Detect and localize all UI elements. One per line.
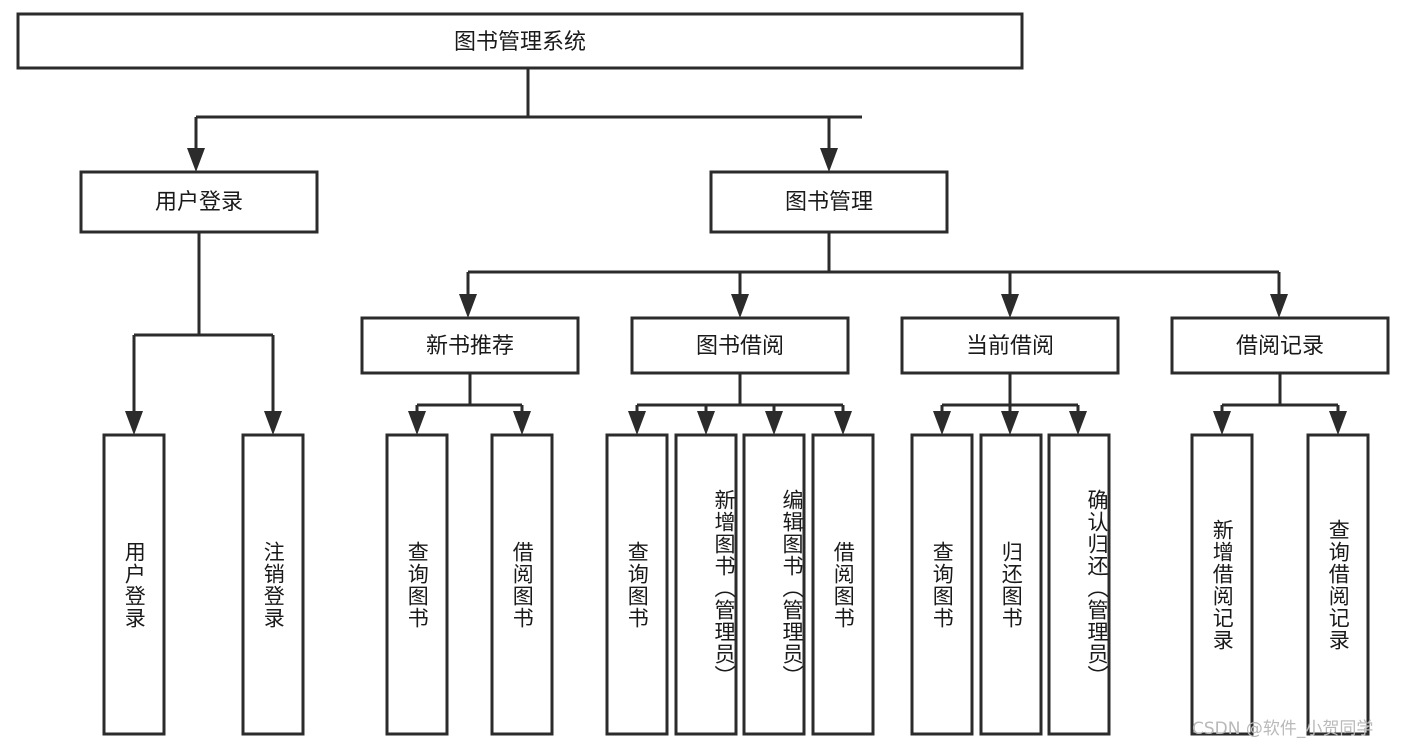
connector-book-management-to-level3: [459, 232, 1288, 318]
node-book-management-label: 图书管理: [785, 190, 873, 215]
node-root-box[interactable]: [16, 12, 1024, 70]
leaf-node-label: 用户登录: [122, 540, 147, 629]
arrow-head-bb-2: [697, 411, 715, 435]
connector-borrow-record-to-leaves: [1213, 373, 1347, 435]
leaf-node-label: 查询图书: [930, 540, 955, 629]
leaf-label-container: 查询图书: [930, 540, 955, 629]
node-root-label: 图书管理系统: [454, 30, 586, 55]
leaf-node[interactable]: 归还图书: [979, 433, 1043, 736]
leaf-label-container: 借阅图书: [831, 540, 856, 629]
node-user-login-label: 用户登录: [155, 190, 243, 215]
arrow-head-nbr-2: [513, 411, 531, 435]
connector-user-login-to-leaves: [125, 232, 282, 435]
arrow-head-root-2: [820, 148, 838, 172]
leaf-node[interactable]: 借阅图书: [811, 433, 875, 736]
leaf-node-label: 查询图书: [405, 540, 430, 629]
node-book-borrow-label: 图书借阅: [696, 334, 784, 359]
leaf-node-label: 确认归还（管理员）: [1085, 488, 1109, 687]
node-current-borrow-label: 当前借阅: [966, 334, 1054, 359]
arrow-head-br-1: [1213, 411, 1231, 435]
leaf-label-container: 借阅图书: [510, 540, 535, 629]
node-book-borrow[interactable]: 图书借阅: [630, 316, 850, 375]
leaf-node-box[interactable]: [385, 433, 449, 736]
arrow-head-cb-3: [1069, 411, 1087, 435]
connector-book-borrow-to-leaves: [628, 373, 852, 435]
node-borrow-record-label: 借阅记录: [1236, 334, 1324, 359]
leaf-node-box[interactable]: [910, 433, 974, 736]
connector-root-to-level2: [187, 68, 862, 172]
leaf-node-label: 借阅图书: [831, 540, 856, 629]
arrow-head-user-login-2: [264, 411, 282, 435]
node-new-book-recommend[interactable]: 新书推荐: [360, 316, 580, 375]
leaf-node-label: 借阅图书: [510, 540, 535, 629]
leaf-node-label: 查询图书: [625, 540, 650, 629]
leaf-node-box[interactable]: [742, 433, 806, 736]
leaf-node-box[interactable]: [1190, 433, 1254, 736]
leaf-node-box[interactable]: [979, 433, 1043, 736]
leaf-node-label: 查询借阅记录: [1326, 518, 1351, 651]
arrow-head-bb-3: [765, 411, 783, 435]
leaf-label-container: 查询借阅记录: [1326, 518, 1351, 651]
leaf-label-container: 确认归还（管理员）: [1085, 488, 1109, 687]
leaf-node[interactable]: 借阅图书: [490, 433, 554, 736]
node-new-book-recommend-label: 新书推荐: [426, 334, 514, 359]
leaf-node[interactable]: 新增图书（管理员）: [674, 433, 738, 736]
leaf-node-box[interactable]: [1306, 433, 1370, 736]
leaf-node-label: 注销登录: [261, 540, 286, 629]
arrow-head-bb-1: [628, 411, 646, 435]
node-current-borrow[interactable]: 当前借阅: [900, 316, 1120, 375]
leaf-node-label: 编辑图书（管理员）: [780, 488, 804, 687]
node-borrow-record[interactable]: 借阅记录: [1170, 316, 1390, 375]
leaf-node-box[interactable]: [490, 433, 554, 736]
leaf-node[interactable]: 编辑图书（管理员）: [742, 433, 806, 736]
leaf-label-container: 查询图书: [625, 540, 650, 629]
arrow-head-br-2: [1329, 411, 1347, 435]
leaf-node[interactable]: 注销登录: [241, 433, 305, 736]
leaf-node-box[interactable]: [1047, 433, 1111, 736]
node-borrow-record-box[interactable]: [1170, 316, 1390, 375]
leaf-label-container: 新增图书（管理员）: [712, 488, 736, 687]
connector-new-book-recommend-to-leaves: [408, 373, 531, 435]
node-new-book-recommend-box[interactable]: [360, 316, 580, 375]
leaf-label-container: 查询图书: [405, 540, 430, 629]
leaf-node-box[interactable]: [674, 433, 738, 736]
arrow-head-bm-4: [1270, 294, 1288, 318]
arrow-head-cb-2: [1001, 411, 1019, 435]
leaf-node[interactable]: 查询图书: [605, 433, 669, 736]
leaf-label-container: 用户登录: [122, 540, 147, 629]
arrow-head-root-1: [187, 148, 205, 172]
connector-current-borrow-to-leaves: [933, 373, 1087, 435]
leaf-label-container: 注销登录: [261, 540, 286, 629]
leaf-node-box[interactable]: [102, 433, 166, 736]
leaf-node-label: 归还图书: [999, 540, 1024, 629]
arrow-head-bb-4: [834, 411, 852, 435]
leaf-node-box[interactable]: [241, 433, 305, 736]
node-current-borrow-box[interactable]: [900, 316, 1120, 375]
arrow-head-bm-1: [459, 294, 477, 318]
node-book-management[interactable]: 图书管理: [709, 170, 949, 234]
arrow-head-user-login-1: [125, 411, 143, 435]
arrow-head-cb-1: [933, 411, 951, 435]
arrow-head-bm-3: [1001, 294, 1019, 318]
leaf-node[interactable]: 查询图书: [910, 433, 974, 736]
leaf-node[interactable]: 查询借阅记录: [1306, 433, 1370, 736]
leaf-node-box[interactable]: [605, 433, 669, 736]
leaf-node[interactable]: 用户登录: [102, 433, 166, 736]
leaf-node-label: 新增图书（管理员）: [712, 488, 736, 687]
leaf-node-box[interactable]: [811, 433, 875, 736]
node-book-management-box[interactable]: [709, 170, 949, 234]
leaf-label-container: 归还图书: [999, 540, 1024, 629]
leaf-label-container: 编辑图书（管理员）: [780, 488, 804, 687]
leaf-node[interactable]: 查询图书: [385, 433, 449, 736]
node-root[interactable]: 图书管理系统: [16, 12, 1024, 70]
leaf-node-label: 新增借阅记录: [1210, 518, 1235, 651]
node-book-borrow-box[interactable]: [630, 316, 850, 375]
leaf-node[interactable]: 确认归还（管理员）: [1047, 433, 1111, 736]
arrow-head-bm-2: [731, 294, 749, 318]
node-user-login[interactable]: 用户登录: [79, 170, 319, 234]
arrow-head-nbr-1: [408, 411, 426, 435]
leaf-label-container: 新增借阅记录: [1210, 518, 1235, 651]
leaf-node[interactable]: 新增借阅记录: [1190, 433, 1254, 736]
